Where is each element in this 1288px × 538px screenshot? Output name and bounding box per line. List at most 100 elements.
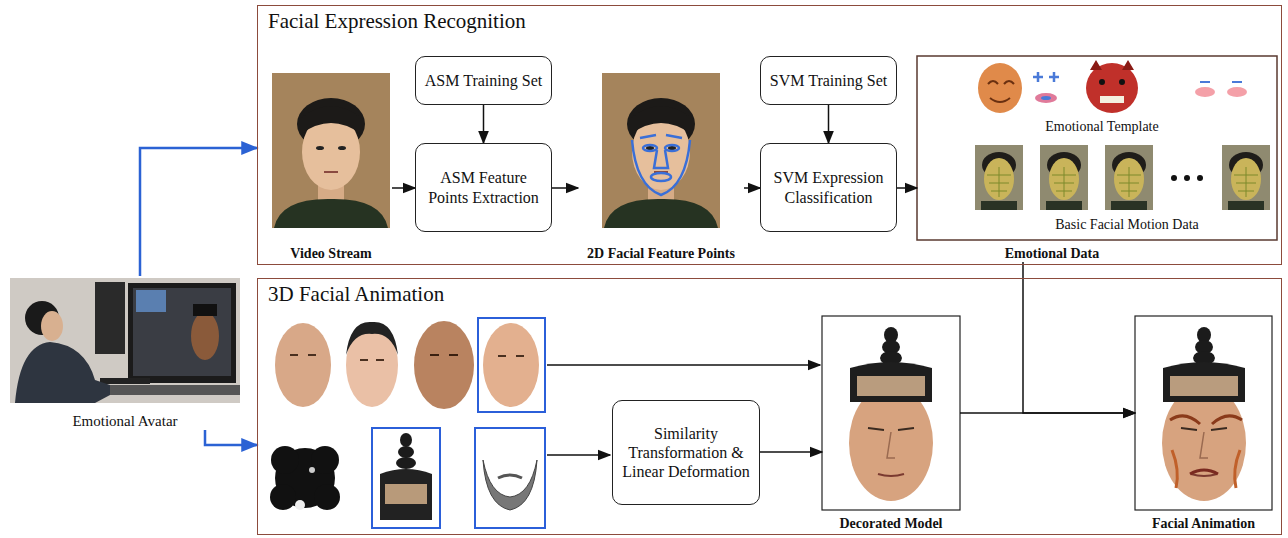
decorated-head — [849, 327, 933, 501]
data-label: Basic Facial Motion Data — [1012, 217, 1242, 233]
panel-title: Facial Expression Recognition — [268, 9, 526, 34]
lips-template — [1035, 93, 1057, 103]
animation-frame — [1135, 316, 1272, 510]
flow-arrow — [960, 412, 1135, 414]
demon-eye — [1099, 79, 1105, 85]
hat-shape — [380, 469, 432, 520]
motion-thumb — [1040, 145, 1088, 210]
demon-teeth — [1100, 96, 1124, 103]
demon-template — [1086, 63, 1138, 113]
flow-arrow — [392, 187, 415, 189]
moustache — [498, 475, 522, 478]
selected-frame — [478, 318, 545, 412]
animated-head — [1162, 327, 1246, 501]
blush-template — [1195, 87, 1215, 97]
eye-points — [665, 145, 679, 151]
mouth-paint — [1190, 470, 1218, 474]
box-label: SVM Training Set — [770, 71, 887, 90]
ellipsis-dot — [1171, 175, 1177, 181]
hat-band — [385, 484, 427, 504]
flow-arrow — [760, 451, 822, 453]
face-model — [414, 321, 474, 409]
box-label: ASM Feature Points Extraction — [422, 168, 545, 206]
face-model — [275, 323, 331, 407]
blush-template — [1227, 87, 1247, 97]
jaw-points — [632, 140, 690, 195]
screen-avatar — [191, 312, 219, 360]
module-panel: Facial Expression RecognitionVideo Strea… — [257, 5, 1282, 265]
process-box: ASM Feature Points Extraction — [415, 143, 552, 232]
data-label: Emotional Template — [1027, 119, 1177, 135]
module-panel: 3D Facial AnimationSimilarity Transforma… — [257, 278, 1282, 535]
flow-arrow — [828, 105, 830, 143]
demon-eye — [1119, 79, 1125, 85]
avatar-link — [205, 430, 257, 445]
afro-ornament — [309, 467, 315, 473]
mask-template — [978, 63, 1022, 113]
process-box: SVM Expression Classification — [760, 143, 897, 232]
data-box: Emotional TemplateBasic Facial Motion Da… — [917, 56, 1277, 262]
motion-thumb — [1222, 145, 1270, 210]
face-model — [483, 323, 539, 407]
motion-thumb — [1105, 145, 1153, 210]
image-caption: Emotional Avatar — [5, 413, 245, 430]
afro-hair — [311, 446, 339, 474]
image-node: Facial Animation — [1135, 316, 1272, 532]
face-eyes — [498, 355, 524, 357]
screen-hat — [193, 304, 217, 316]
afro-ornament — [295, 500, 305, 510]
blush-eyes — [1200, 81, 1242, 83]
image-node: Emotional Avatar — [5, 276, 245, 430]
motion-thumb — [975, 145, 1023, 210]
process-box: ASM Training Set — [415, 56, 552, 105]
mask-features — [988, 81, 1014, 102]
video-frame — [272, 73, 390, 228]
mouth-points — [651, 173, 671, 181]
keyboard — [100, 378, 150, 384]
face-eyes — [430, 354, 458, 356]
cheek-paint — [1172, 450, 1240, 488]
box-label: SVM Expression Classification — [767, 168, 890, 206]
process-box: Similarity Transformation & Linear Defor… — [612, 400, 760, 505]
hat-knot — [400, 433, 412, 447]
beard-shape — [483, 460, 537, 510]
model-frame — [822, 316, 960, 510]
image-node: 2D Facial Feature Points — [578, 72, 744, 262]
frown-lines — [1170, 416, 1242, 424]
person-face — [41, 311, 63, 341]
image-caption: Decorated Model — [822, 516, 960, 532]
accessory-arrow — [547, 454, 610, 456]
image-node: Decorated Model — [822, 316, 960, 532]
screen — [133, 288, 231, 376]
image-caption: 2D Facial Feature Points — [578, 246, 744, 262]
avatar-photo — [10, 278, 240, 403]
box-label: Similarity Transformation & Linear Defor… — [619, 424, 753, 482]
brow-points — [640, 135, 682, 138]
flow-arrow — [744, 187, 760, 189]
hat-knot — [396, 457, 416, 469]
nose-points — [654, 150, 668, 168]
image-node: Video Stream — [270, 72, 392, 262]
screen-inset — [136, 290, 166, 312]
image-caption: Facial Animation — [1135, 516, 1272, 532]
image-caption: Video Stream — [270, 246, 392, 262]
afro-hair — [314, 484, 340, 510]
flow-arrow — [1023, 262, 1135, 413]
pc-tower — [95, 282, 125, 354]
panel-title: 3D Facial Animation — [268, 282, 444, 307]
data-caption: Emotional Data — [962, 246, 1142, 262]
process-box: SVM Training Set — [760, 56, 897, 105]
monitor — [128, 283, 236, 383]
selected-frame — [475, 428, 545, 528]
flow-arrow — [552, 187, 578, 189]
afro-hair — [270, 484, 296, 510]
data-frame — [917, 56, 1277, 240]
ellipsis-dot — [1197, 175, 1203, 181]
selected-frame — [372, 428, 440, 528]
person-body — [15, 342, 110, 403]
model-arrow — [547, 364, 820, 366]
afro-hair — [271, 446, 299, 474]
demon-horns — [1090, 60, 1134, 70]
face-eyes — [290, 354, 316, 356]
flow-arrow — [483, 105, 485, 143]
